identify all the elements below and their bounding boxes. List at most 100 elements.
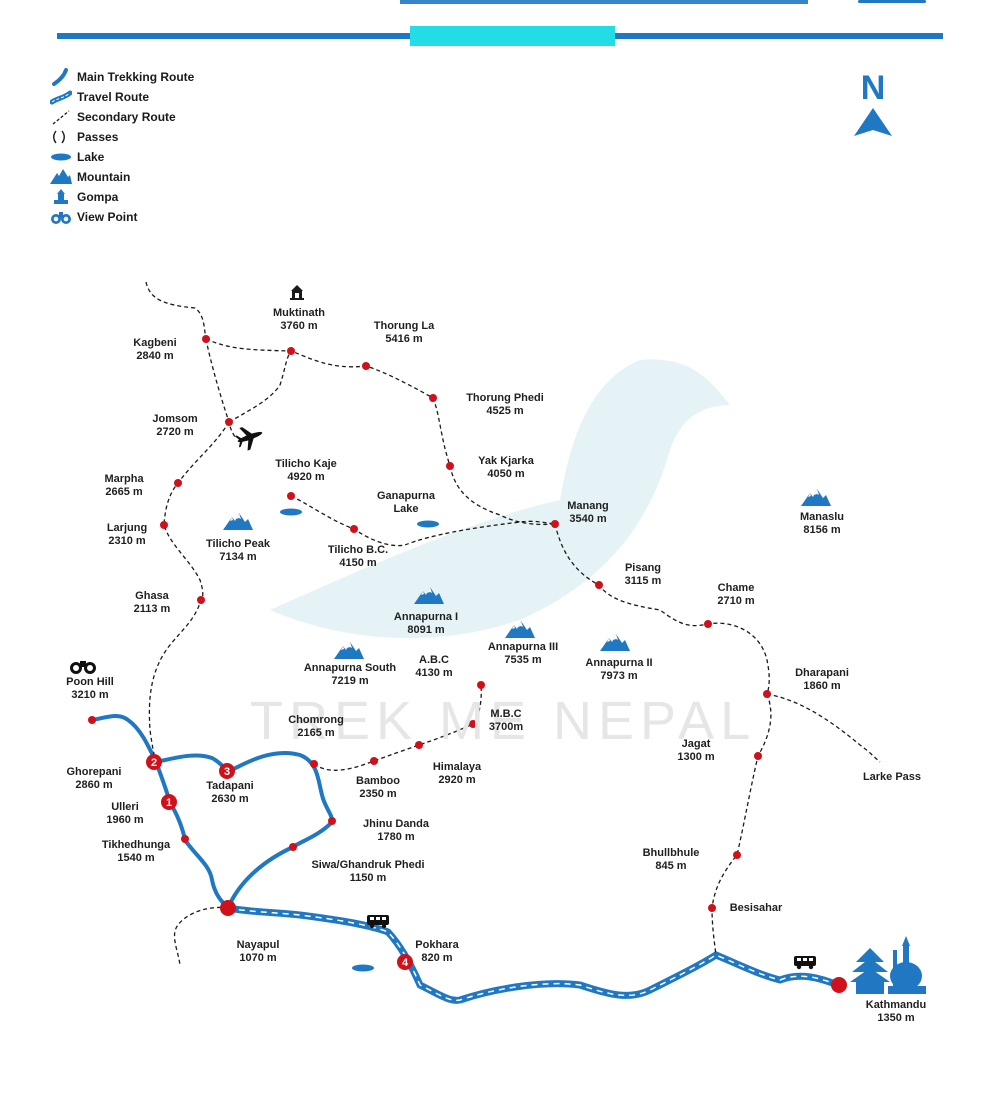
- stop-jagat: [754, 752, 762, 760]
- gompa-icon: [290, 285, 304, 300]
- stop-kagbeni: [202, 335, 210, 343]
- place-label-tilicho-bc: Tilicho B.C.4150 m: [327, 544, 389, 569]
- stop-manang: [551, 520, 559, 528]
- stop-besisahar: [708, 904, 716, 912]
- stop-dots: [88, 335, 847, 993]
- stop-thorung-phedi: [429, 394, 437, 402]
- main-route-icon: [52, 68, 68, 86]
- bus-icon: [794, 956, 816, 970]
- header-band: [57, 0, 943, 46]
- svg-text:1: 1: [166, 797, 172, 809]
- marker-1: 1: [161, 794, 177, 810]
- watermark-bird: [270, 359, 730, 639]
- legend-label: Travel Route: [77, 90, 150, 104]
- place-label-besisahar: Besisahar: [729, 902, 783, 914]
- lake-icon: [352, 964, 374, 972]
- stop-himalaya: [415, 741, 423, 749]
- marker-3: 3: [219, 763, 235, 779]
- legend-item-secondary-route: Secondary Route: [50, 108, 250, 126]
- stop-dharapani: [763, 690, 771, 698]
- ganapurna-lake-icon: [417, 520, 439, 528]
- svg-text:4: 4: [402, 957, 409, 969]
- airplane-icon: [234, 427, 263, 451]
- legend-item-viewpoint: View Point: [50, 208, 250, 226]
- kathmandu-temple-icon: [850, 936, 926, 994]
- stop-yak-kjarka: [446, 462, 454, 470]
- travel-route-icon: [50, 90, 72, 105]
- passes-icon: [53, 130, 65, 144]
- legend-label: Gompa: [77, 190, 119, 204]
- annapurna-south-mountain-icon: [334, 642, 364, 659]
- legend-item-main-route: Main Trekking Route: [50, 68, 250, 86]
- marker-2: 2: [146, 754, 162, 770]
- bus-icon: [367, 915, 389, 929]
- gompa-icon: [54, 189, 68, 204]
- legend-label: View Point: [77, 210, 138, 224]
- mountain-icon: [50, 169, 72, 184]
- travel-route: [224, 904, 842, 1004]
- svg-text:2: 2: [151, 757, 157, 769]
- tilicho-peak-mountain-icon: [223, 513, 253, 530]
- annapurna-iii-mountain-icon: [505, 621, 535, 638]
- stop-bhullbhule: [733, 851, 741, 859]
- stop-bamboo: [370, 757, 378, 765]
- tilicho-lake-icon: [280, 508, 302, 516]
- stop-kathmandu: [831, 977, 847, 993]
- stop-abc: [477, 681, 485, 689]
- stop-ghasa: [197, 596, 205, 604]
- stop-chame: [704, 620, 712, 628]
- legend-label: Lake: [77, 150, 105, 164]
- legend-item-passes: Passes: [50, 128, 250, 146]
- numbered-markers: 1 2 3 4: [146, 754, 413, 970]
- stop-thorung-la: [362, 362, 370, 370]
- stop-jhinu-danda: [328, 817, 336, 825]
- legend-label: Main Trekking Route: [77, 70, 195, 84]
- place-label-larke-pass: Larke Pass: [862, 771, 922, 783]
- svg-text:3: 3: [224, 766, 230, 778]
- legend-item-gompa: Gompa: [50, 188, 250, 206]
- stop-tilicho-kaje: [287, 492, 295, 500]
- viewpoint-icon: [51, 212, 71, 224]
- legend-item-mountain: Mountain: [50, 168, 250, 186]
- watermark-text: TREK ME NEPAL: [250, 691, 757, 751]
- stop-jomsom: [225, 418, 233, 426]
- annapurna-ii-mountain-icon: [600, 634, 630, 651]
- stop-siwa: [289, 843, 297, 851]
- legend-label: Passes: [77, 130, 119, 144]
- stop-marpha: [174, 479, 182, 487]
- stop-mbc: [469, 720, 477, 728]
- stop-tilicho-bc: [350, 525, 358, 533]
- marker-4: 4: [397, 954, 413, 970]
